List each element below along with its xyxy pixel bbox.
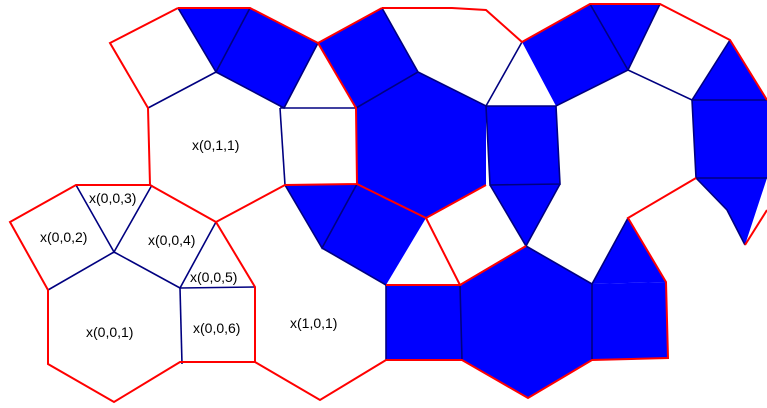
boundary-line [425, 184, 487, 219]
filled-triangle [318, 8, 418, 108]
region-label-x002: x(0,0,2) [40, 229, 87, 245]
region-label-x001: x(0,0,1) [86, 324, 133, 340]
region-labels: x(0,1,1) x(0,0,3) x(0,0,2) x(0,0,4) x(0,… [40, 137, 337, 340]
region-label-x101: x(1,0,1) [290, 315, 337, 331]
filled-triangle [590, 4, 660, 70]
boundary-line [8, 7, 697, 404]
edge-line [486, 3, 630, 107]
region-label-x003: x(0,0,3) [89, 190, 136, 206]
boundary-line [178, 7, 383, 45]
edge-line [459, 284, 463, 361]
edge-line [47, 251, 115, 291]
filled-tiles [178, 4, 767, 398]
boundary-line [744, 209, 767, 246]
filled-triangle [285, 184, 357, 248]
boundary-line [382, 3, 767, 101]
filled-square [386, 285, 462, 360]
edge-line [321, 247, 387, 286]
filled-hexagon [460, 246, 592, 398]
filled-triangle [592, 218, 666, 284]
filled-square [486, 106, 560, 185]
filled-triangle [216, 8, 318, 108]
boundary-line [459, 245, 527, 286]
filled-hexagon [356, 72, 486, 218]
filled-triangle [490, 184, 560, 246]
edge-line [695, 177, 746, 246]
region-label-x005: x(0,0,5) [190, 269, 237, 285]
boundary-edges [8, 3, 767, 404]
edge-line [279, 107, 286, 186]
edge-line [147, 71, 217, 109]
boundary-line [356, 183, 462, 286]
region-label-x011: x(0,1,1) [192, 137, 239, 153]
edge-line [627, 3, 661, 71]
filled-square [592, 282, 668, 360]
edge-line [179, 287, 183, 365]
filled-triangle [522, 4, 628, 106]
boundary-line [149, 184, 217, 223]
edge-line [179, 286, 256, 289]
filled-hexagon-right [692, 40, 767, 245]
region-label-x004: x(0,0,4) [148, 232, 195, 248]
boundary-line [214, 42, 359, 362]
edge-line [485, 105, 561, 186]
filled-triangle [178, 8, 250, 72]
region-label-x006: x(0,0,6) [193, 320, 240, 336]
filled-triangle [322, 184, 426, 285]
